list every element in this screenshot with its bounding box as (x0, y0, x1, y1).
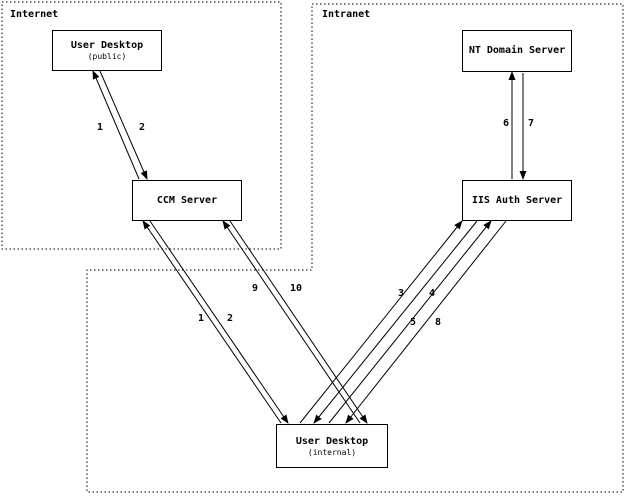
arrow-4-iis-to-internal-desktop (313, 220, 478, 424)
node-subtitle: (public) (87, 52, 127, 61)
arrow-label-2-internet: 2 (138, 122, 146, 133)
arrow-1-internal-desktop-to-ccm (142, 220, 282, 424)
arrow-2-ccm-to-internal-desktop (149, 220, 289, 424)
intranet-region-outline (86, 3, 624, 493)
node-title: NT Domain Server (468, 45, 566, 56)
arrow-label-8: 8 (434, 317, 442, 328)
arrow-label-2-intranet: 2 (226, 313, 234, 324)
intranet-region-label: Intranet (322, 9, 371, 20)
node-subtitle: (internal) (307, 447, 357, 457)
arrows (92, 70, 527, 424)
arrow-label-5: 5 (409, 317, 417, 328)
arrow-label-10: 10 (289, 283, 303, 294)
arrow-label-4: 4 (428, 288, 436, 299)
node-title: CCM Server (156, 194, 218, 206)
node-user-desktop-internal: User Desktop (internal) (276, 424, 388, 468)
arrow-5-internal-desktop-to-iis (328, 220, 492, 424)
internet-region-label: Internet (10, 9, 59, 20)
arrow-label-7: 7 (527, 118, 535, 129)
arrow-label-6: 6 (502, 118, 510, 129)
arrow-label-1-intranet: 1 (197, 313, 205, 324)
node-title: User Desktop (70, 40, 144, 51)
arrow-1-ccm-to-public-desktop (92, 70, 140, 180)
node-title: IIS Auth Server (471, 194, 563, 206)
node-user-desktop-public: User Desktop (public) (52, 30, 162, 71)
node-nt-domain-server: NT Domain Server (462, 30, 572, 72)
arrow-10-ccm-to-internal-desktop (229, 220, 368, 424)
internet-region-outline (1, 1, 282, 250)
arrow-3-internal-desktop-to-iis (299, 220, 463, 424)
arrow-label-9: 9 (251, 283, 259, 294)
arrow-2-public-desktop-to-ccm (99, 70, 148, 180)
arrow-label-1-internet: 1 (96, 122, 104, 133)
arrow-8-iis-to-internal-desktop (345, 220, 507, 424)
arrow-9-internal-desktop-to-ccm (222, 220, 361, 424)
node-ccm-server: CCM Server (132, 180, 242, 221)
node-iis-auth-server: IIS Auth Server (462, 180, 572, 221)
arrow-label-3: 3 (397, 288, 405, 299)
node-title: User Desktop (295, 435, 369, 447)
